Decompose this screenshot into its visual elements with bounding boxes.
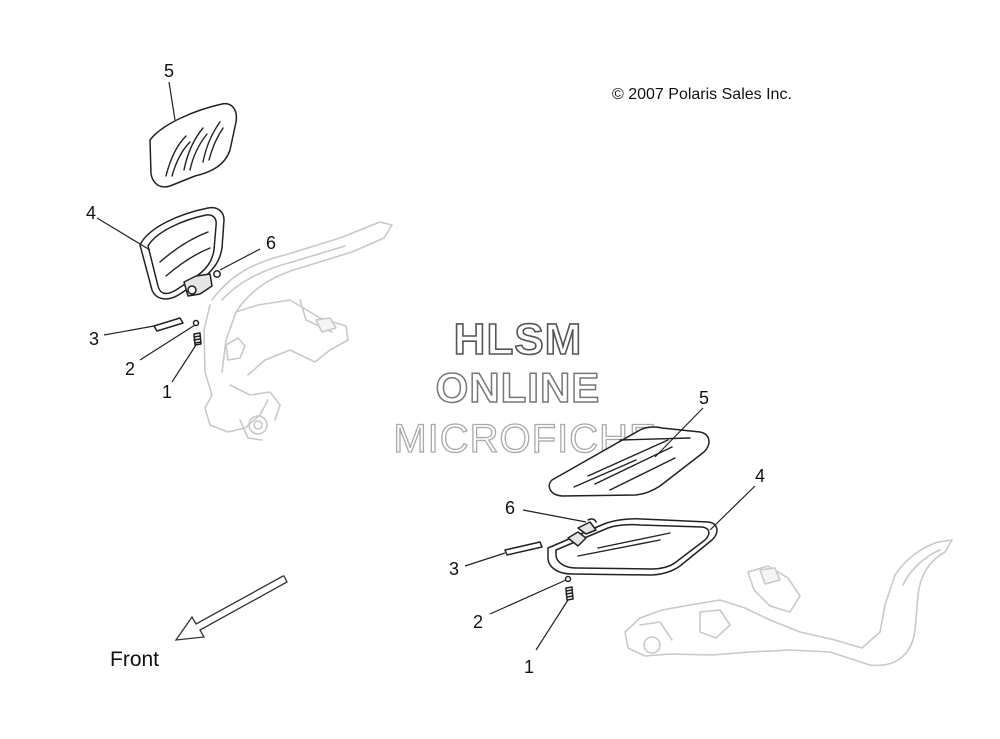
right-part-3-pin — [504, 541, 543, 556]
left-leader-2 — [139, 324, 196, 361]
right-leader-2 — [489, 579, 567, 615]
left-part-5-pad — [149, 102, 238, 188]
watermark-line-1: HLSM — [454, 315, 583, 364]
right-callout-3: 3 — [449, 559, 459, 579]
left-leader-1 — [171, 344, 197, 383]
left-part-2-ball — [192, 319, 200, 327]
front-direction-arrow — [174, 575, 288, 641]
left-leader-4 — [96, 217, 151, 251]
left-leader-5 — [168, 81, 176, 121]
right-leader-6 — [522, 509, 587, 523]
watermark: HLSM ONLINE MICROFICHE — [393, 314, 657, 461]
left-assembly: 5 4 6 3 2 1 — [86, 61, 276, 402]
right-callout-4: 4 — [755, 466, 765, 486]
copyright-text: © 2007 Polaris Sales Inc. — [612, 86, 792, 103]
left-callout-3: 3 — [89, 329, 99, 349]
left-part-4-base — [139, 206, 225, 300]
right-callout-5: 5 — [699, 388, 709, 408]
right-leader-1 — [535, 599, 569, 651]
right-callout-1: 1 — [524, 657, 534, 677]
left-leader-6 — [219, 248, 261, 271]
left-callout-1: 1 — [162, 382, 172, 402]
right-part-4-base — [547, 518, 718, 576]
left-callout-4: 4 — [86, 203, 96, 223]
left-callout-6: 6 — [266, 233, 276, 253]
right-part-2-ball — [564, 575, 572, 583]
left-leader-3 — [103, 325, 155, 336]
left-part-6-clip — [213, 270, 221, 278]
frame-ghost-right — [624, 539, 953, 667]
watermark-line-2: ONLINE — [436, 364, 601, 411]
right-assembly: 5 4 6 3 2 1 — [449, 388, 765, 677]
right-callout-6: 6 — [505, 498, 515, 518]
left-callout-2: 2 — [125, 359, 135, 379]
frame-ghost-left — [203, 221, 393, 441]
left-callout-5: 5 — [164, 61, 174, 81]
front-label: Front — [110, 648, 159, 671]
left-part-3-pin — [153, 317, 184, 332]
right-part-5-pad — [548, 426, 710, 497]
right-callout-2: 2 — [473, 612, 483, 632]
right-leader-3 — [464, 552, 506, 567]
right-part-6-clip — [587, 518, 597, 523]
right-leader-5 — [654, 407, 704, 458]
right-leader-4 — [709, 485, 756, 531]
